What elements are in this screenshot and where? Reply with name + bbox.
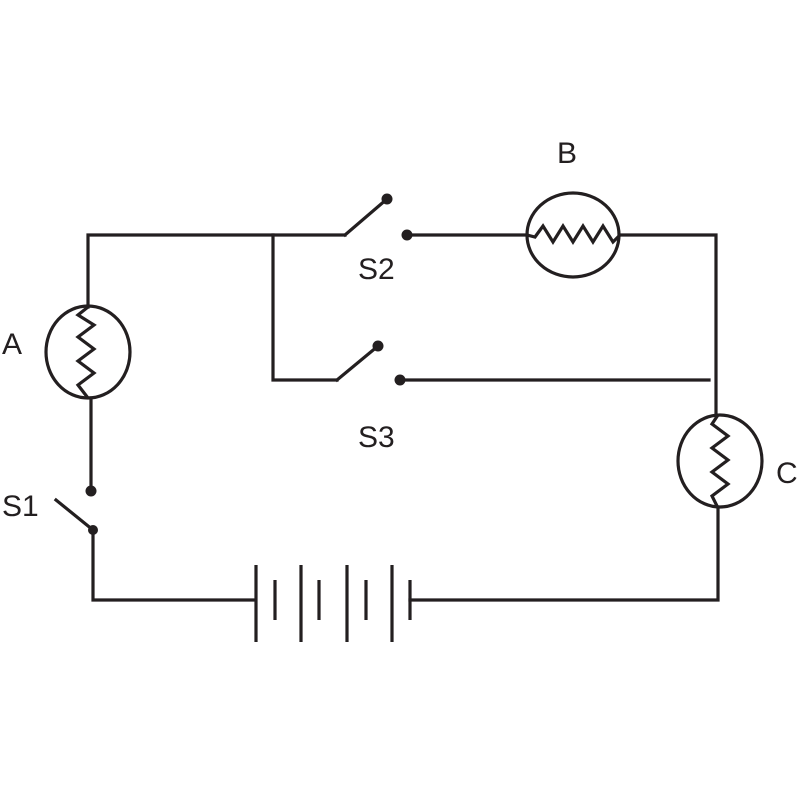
lamp-a	[44, 304, 132, 400]
switch-s3-blade	[334, 343, 381, 383]
switch-s1	[53, 485, 98, 535]
switch-s3	[334, 340, 406, 386]
labels: A B C S1 S2 S3	[2, 137, 798, 523]
label-lamp-a: A	[2, 328, 22, 361]
switch-s3-blade-tip	[372, 340, 384, 352]
wire-top-left	[86, 233, 347, 309]
lamp-c-glass	[676, 413, 764, 509]
switch-s1-pivot	[88, 525, 98, 535]
label-lamp-b: B	[557, 137, 577, 170]
label-switch-s2: S2	[358, 253, 395, 286]
wire-s1-to-battery	[91, 528, 257, 602]
switch-s1-fixed-contact	[85, 485, 97, 497]
switch-s3-fixed-contact	[394, 374, 406, 386]
wire-b-to-c	[618, 233, 718, 417]
label-lamp-c: C	[776, 457, 798, 490]
wire-s3-branch	[271, 233, 339, 382]
label-switch-s1: S1	[2, 490, 39, 523]
lamp-b-glass	[525, 191, 621, 279]
lamp-c	[676, 413, 764, 509]
lamp-a-filament	[75, 305, 97, 399]
switch-s1-blade	[53, 497, 96, 533]
wires	[86, 233, 720, 602]
switch-s2-blade-tip	[381, 193, 393, 205]
battery	[254, 565, 412, 642]
lamp-b-filament	[526, 222, 622, 246]
switch-s2-fixed-contact	[401, 229, 413, 241]
switch-s2-blade	[342, 196, 390, 238]
label-switch-s3: S3	[358, 421, 395, 454]
lamp-c-filament	[709, 414, 731, 509]
switch-s2	[342, 193, 413, 241]
lamp-b	[525, 191, 622, 279]
wire-battery-to-c	[408, 506, 720, 602]
